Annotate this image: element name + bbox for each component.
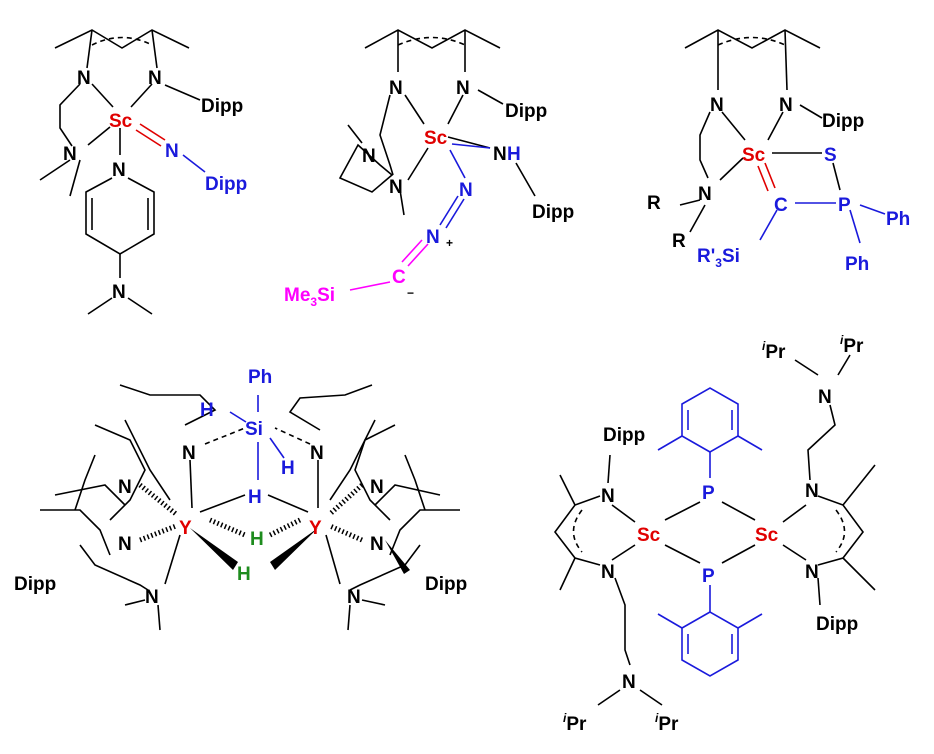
s4-n-right-2: N — [370, 534, 384, 555]
s4-hydride-1: H — [250, 529, 264, 550]
s5-n-top-right: N — [805, 481, 819, 502]
s2-n-ring-a: N — [362, 146, 376, 167]
s2-me3si: Me3Si — [284, 285, 335, 309]
structure-2: N N Dipp Sc N N N H Dipp N N + C − Me3Si — [284, 29, 574, 309]
s4-yttrium-left: Y — [179, 518, 192, 539]
s3-carbon: C — [774, 195, 788, 216]
s1-n-amine: N — [63, 144, 77, 165]
s2-n-top-left: N — [389, 78, 403, 99]
s4-silicon: Si — [245, 419, 263, 440]
s3-phosphorus: P — [838, 195, 851, 216]
s2-n-ring-b: N — [389, 177, 403, 198]
s3-r-2: R — [672, 231, 686, 252]
s2-dipp-top: Dipp — [505, 101, 547, 122]
s1-n-top-right: N — [148, 68, 162, 89]
s3-n-top-right: N — [779, 95, 793, 116]
s4-hydride-2: H — [237, 564, 251, 585]
s4-h-si-right: H — [281, 458, 295, 479]
s1-n-imido: N — [165, 141, 179, 162]
s3-r-1: R — [647, 193, 661, 214]
s4-dipp-right: Dipp — [425, 574, 467, 595]
s5-ipr-bottom-right: iPr — [655, 711, 679, 735]
s4-n-top-left: N — [182, 443, 196, 464]
s1-dipp-imido: Dipp — [205, 174, 247, 195]
s5-scandium-left: Sc — [637, 525, 661, 546]
s3-sulfur: S — [824, 145, 837, 166]
s4-n-bottom-right: N — [347, 587, 361, 608]
s4-h-si-left: H — [200, 400, 214, 421]
s5-dipp-top-left: Dipp — [603, 425, 645, 446]
structure-4: Ph Si H H H H H Y Y N N N N N N N N Dipp… — [14, 367, 467, 631]
s2-scandium: Sc — [424, 128, 448, 149]
s3-scandium: Sc — [742, 145, 766, 166]
s4-n-right-1: N — [370, 477, 384, 498]
s4-n-left-1: N — [118, 477, 132, 498]
s4-h-bridge-mid: H — [248, 487, 262, 508]
s3-dipp-top: Dipp — [822, 111, 864, 132]
s4-phenyl: Ph — [248, 367, 272, 388]
s2-plus-charge: + — [446, 236, 453, 250]
s4-dipp-left: Dipp — [14, 574, 56, 595]
s3-ph-2: Ph — [845, 254, 869, 275]
s1-scandium: Sc — [109, 111, 133, 132]
s5-phosphorus-bottom: P — [702, 566, 715, 587]
s5-n-bottom-left: N — [601, 562, 615, 583]
s1-n-top-left: N — [77, 68, 91, 89]
s5-n-top-left: N — [601, 486, 615, 507]
s2-n-diazo-2: N — [426, 227, 440, 248]
s5-n-bottom-right: N — [805, 562, 819, 583]
s1-n-pyridine: N — [112, 160, 126, 181]
s4-n-top-right: N — [310, 443, 324, 464]
s4-yttrium-right: Y — [309, 518, 322, 539]
s5-ipr-top-right: iPr — [840, 333, 864, 357]
s5-ipr-bottom-left: iPr — [563, 711, 587, 735]
s5-n-ipr-top: N — [818, 387, 832, 408]
s2-h-amide: H — [507, 144, 521, 165]
structure-3: N N Dipp Sc S N R R C P Ph Ph R'3Si — [647, 29, 910, 275]
structure-5: Dipp Dipp N N N N Sc Sc P P N N iPr iPr … — [553, 333, 876, 735]
s2-minus-charge: − — [407, 286, 414, 300]
s2-n-top-right: N — [456, 78, 470, 99]
s3-ph-1: Ph — [886, 209, 910, 230]
s2-dipp-amide: Dipp — [532, 202, 574, 223]
s1-dipp-top: Dipp — [201, 96, 243, 117]
s3-silyl: R'3Si — [697, 246, 740, 270]
s5-n-ipr-bottom: N — [622, 672, 636, 693]
s3-n-top-left: N — [710, 95, 724, 116]
s5-scandium-right: Sc — [755, 525, 779, 546]
s5-phosphorus-top: P — [702, 483, 715, 504]
s5-ipr-top-left: iPr — [762, 339, 786, 363]
s5-dipp-bottom-right: Dipp — [816, 614, 858, 635]
s3-n-amine: N — [698, 184, 712, 205]
structure-1: N N Dipp Sc N N Dipp N N — [39, 29, 247, 315]
s4-n-left-2: N — [118, 534, 132, 555]
s2-n-diazo-1: N — [459, 180, 473, 201]
s2-c-diazo: C — [392, 267, 406, 288]
s1-n-dmap: N — [112, 282, 126, 303]
s4-n-bottom-left: N — [145, 587, 159, 608]
s2-n-amide: N — [493, 144, 507, 165]
